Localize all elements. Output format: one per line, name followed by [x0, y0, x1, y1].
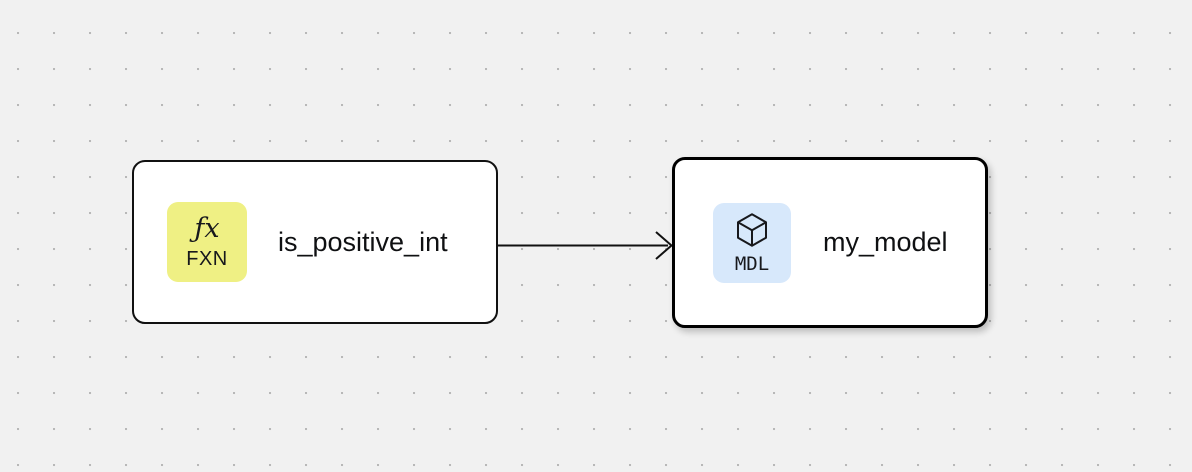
node-title: my_model [823, 227, 948, 257]
node-type-abbr: MDL [734, 252, 770, 275]
cube-icon [735, 212, 769, 248]
edge-fxn-to-mdl[interactable] [498, 231, 674, 260]
node-type-badge-fxn: ƒx FXN [167, 202, 247, 282]
node-title: is_positive_int [278, 226, 448, 257]
node-type-badge-mdl: MDL [713, 202, 791, 283]
function-icon: ƒx [194, 213, 220, 244]
graph-node-my-model[interactable]: MDL my_model [672, 157, 988, 328]
node-type-abbr: FXN [186, 248, 228, 270]
edge-arrowhead-icon [655, 231, 674, 260]
graph-node-is-positive-int[interactable]: ƒx FXN is_positive_int [132, 160, 498, 324]
